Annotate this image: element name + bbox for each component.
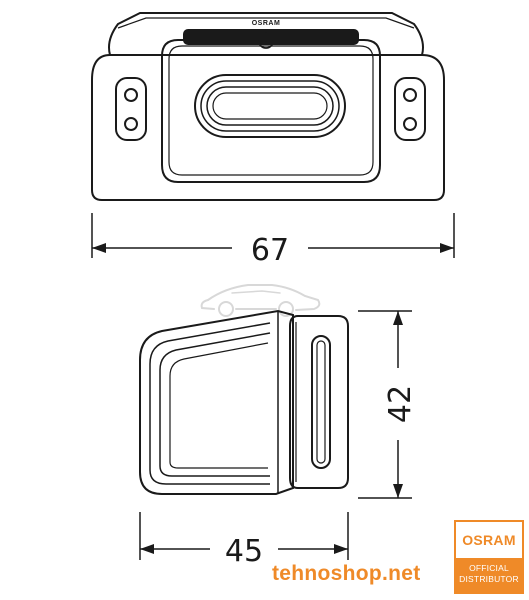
- dimension-width-arrow-right: [440, 243, 454, 253]
- side-body-inner-1: [149, 322, 271, 485]
- front-left-hole-bottom: [124, 117, 138, 131]
- front-right-mount: [394, 77, 426, 141]
- distributor-badge: OSRAM OFFICIAL DISTRIBUTOR: [454, 520, 524, 594]
- side-bracket-slot-inner: [316, 340, 326, 464]
- power-icon: [258, 32, 274, 49]
- dimension-depth-arrow-right: [334, 544, 348, 554]
- front-brand-label: OSRAM: [252, 20, 281, 27]
- front-right-hole-bottom: [403, 117, 417, 131]
- side-bracket: [289, 315, 349, 489]
- front-top-bracket-inner: [117, 17, 415, 29]
- front-face-plate: [161, 39, 381, 183]
- badge-brand: OSRAM: [462, 532, 516, 548]
- front-housing-outline: [91, 54, 445, 201]
- dimension-depth: [139, 512, 349, 560]
- dimension-depth-label: 45: [225, 534, 263, 569]
- front-lens-mid: [200, 80, 340, 132]
- dimension-depth-arrow-left: [140, 544, 154, 554]
- front-lens-outer: [194, 74, 346, 138]
- badge-line-distributor: DISTRIBUTOR: [459, 574, 519, 584]
- dimension-height-arrow-bottom: [393, 484, 403, 498]
- side-body-outline: [139, 309, 294, 495]
- badge-caption: OFFICIAL DISTRIBUTOR: [456, 558, 522, 592]
- front-top-strip: [183, 29, 359, 45]
- front-view: OSRAM: [91, 12, 445, 201]
- front-lens-inner: [206, 86, 334, 126]
- front-left-hole-top: [124, 88, 138, 102]
- dimension-height: [358, 310, 412, 499]
- dimension-width-label: 67: [251, 233, 289, 268]
- side-view: [139, 309, 349, 495]
- front-lens-core: [212, 92, 328, 120]
- watermark-car-icon: [200, 284, 321, 317]
- dimension-height-arrow-top: [393, 311, 403, 325]
- front-right-hole-top: [403, 88, 417, 102]
- dimension-width: [91, 213, 455, 258]
- badge-line-official: OFFICIAL: [469, 563, 509, 573]
- dimension-height-label: 42: [383, 385, 418, 423]
- side-bracket-slot-outer: [311, 335, 331, 469]
- front-left-mount: [115, 77, 147, 141]
- front-face-plate-inner: [168, 45, 374, 176]
- dimension-width-arrow-left: [92, 243, 106, 253]
- side-body-inner-3: [169, 342, 269, 469]
- front-top-bracket: [108, 12, 424, 56]
- side-body-inner-2: [159, 332, 271, 477]
- shop-watermark-text: tehnoshop.net: [272, 562, 421, 585]
